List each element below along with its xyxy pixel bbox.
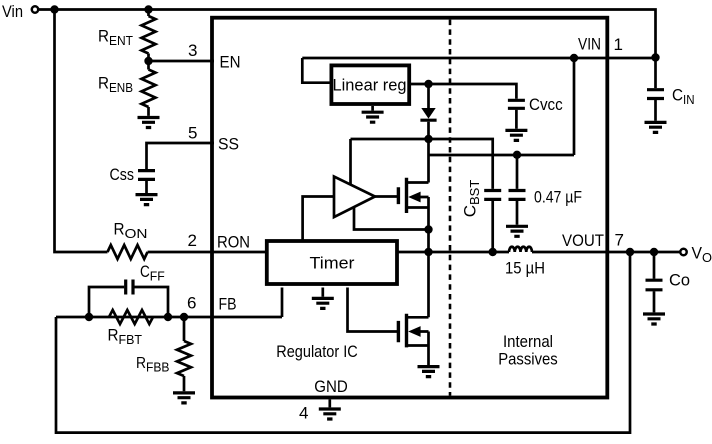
label-cap047: 0.47 µF [534, 188, 582, 207]
label-rent: RENT [98, 27, 133, 49]
wire-left-rail-ron-row [55, 10, 267, 253]
capacitor-047 [509, 191, 526, 200]
grounds [136, 112, 667, 419]
internal-passives-label-line1: Internal [503, 333, 553, 351]
capacitor-cvcc [508, 100, 525, 108]
pin-number-en: 3 [188, 41, 197, 60]
capacitor-cin [647, 90, 664, 99]
internal-passives-label-line2: Passives [498, 351, 558, 369]
vo-terminal-circle [680, 249, 686, 255]
inner-blocks [267, 65, 409, 284]
ground-css [136, 195, 158, 205]
pin-number-gnd: 4 [299, 404, 308, 423]
pin-number-fb: 6 [187, 294, 196, 313]
ground-rfbb [173, 393, 195, 403]
junction-dot [180, 313, 188, 321]
inductor-symbol [509, 247, 532, 252]
label-cvcc: Cvcc [529, 95, 563, 114]
junction-dot [85, 313, 93, 321]
wire-ss-pin [147, 143, 215, 193]
junction-dot [651, 53, 659, 61]
resistor-ron [108, 245, 148, 259]
label-cin: CIN [672, 86, 695, 108]
pin-name-fb: FB [219, 295, 237, 314]
ground-linreg [362, 112, 384, 122]
regulator-ic-label: Regulator IC [276, 342, 358, 361]
wire-linreg-to-diode [409, 84, 516, 129]
capacitor-cff [126, 280, 133, 295]
junction-dot [144, 5, 152, 13]
resistor-rfbt [109, 310, 153, 324]
ground-co [643, 314, 665, 324]
vin-terminal-label: Vin [2, 2, 23, 21]
ground-cin [645, 122, 667, 132]
junction-dot [626, 248, 634, 256]
pin-name-en: EN [220, 53, 241, 72]
ground-ic-gnd [319, 409, 341, 419]
junction-dot [164, 313, 172, 321]
wire-driver-return [354, 207, 429, 230]
junction-dot [144, 57, 152, 65]
wire-linreg-loop [302, 58, 331, 83]
ground-cvcc [505, 130, 527, 140]
pin-number-vout: 7 [615, 231, 624, 250]
vin-terminal-circle [32, 6, 38, 12]
junction-dot [570, 54, 578, 62]
ground-renb [138, 118, 160, 128]
junction-dot [424, 135, 432, 143]
pin-name-vin: VIN [578, 36, 601, 54]
label-css: Css [110, 165, 135, 184]
label-cff: CFF [140, 262, 165, 284]
pin-number-ss: 5 [188, 124, 197, 143]
wire-ls-gate [348, 288, 398, 332]
capacitor-css [138, 171, 155, 180]
ground-ls-mosfet [418, 367, 440, 377]
junction-dot [424, 248, 432, 256]
label-inductor: 15 µH [505, 259, 545, 278]
wire-driver-input [303, 197, 333, 243]
resistor-renb [142, 70, 156, 108]
vo-terminal-label: VO [692, 244, 712, 266]
capacitor-cbst [484, 191, 501, 200]
capacitor-co [646, 280, 663, 290]
junction-dot [50, 5, 58, 13]
diode-symbol [420, 108, 436, 120]
linear-reg-label: Linear reg [333, 77, 407, 95]
pin-name-ron: RON [217, 233, 250, 252]
label-rfbt: RFBT [108, 326, 143, 348]
label-ron-resistor: RON [114, 220, 148, 242]
ground-047 [506, 226, 528, 236]
label-rfbb: RFBB [136, 355, 170, 375]
junction-dot [424, 80, 432, 88]
junction-dot [513, 151, 521, 159]
junction-dot [424, 225, 432, 233]
mosfet-low-side [398, 314, 420, 348]
ground-timer [312, 298, 334, 308]
pin-number-ron: 2 [188, 231, 197, 250]
label-cbst: CBST [461, 180, 483, 218]
label-renb: RENB [98, 74, 133, 96]
junction-dot [489, 248, 497, 256]
pin-name-gnd: GND [314, 377, 348, 396]
junction-dot [650, 248, 658, 256]
pin-name-ss: SS [218, 135, 239, 154]
timer-label: Timer [310, 255, 356, 273]
pin-number-vin: 1 [614, 35, 623, 54]
label-co: Co [669, 271, 690, 290]
resistor-rfbb [177, 341, 191, 376]
pin-name-vout: VOUT [562, 232, 604, 250]
resistor-rent [142, 16, 156, 54]
